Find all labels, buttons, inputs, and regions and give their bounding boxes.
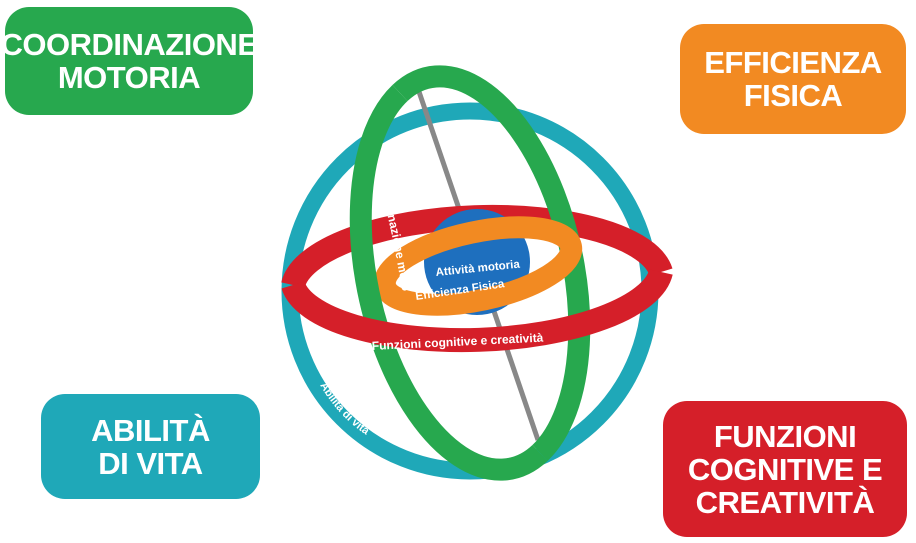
coordinazione-line-1: COORDINAZIONE xyxy=(0,27,259,62)
abilita-line-1: ABILITÀ xyxy=(91,412,210,448)
efficienza-line-1: EFFICIENZA xyxy=(704,45,882,80)
funzioni-line-2: COGNITIVE E xyxy=(687,451,883,487)
abilita-di-vita-box: ABILITÀ DI VITA xyxy=(41,394,260,499)
funzioni-line-1: FUNZIONI xyxy=(713,418,857,454)
efficienza-fisica-ring xyxy=(373,216,583,316)
red-ring-front xyxy=(281,268,673,353)
funzioni-cognitive-box: FUNZIONI COGNITIVE E CREATIVITÀ xyxy=(663,401,907,537)
green-ring-front xyxy=(349,85,548,481)
funzioni-line-3: CREATIVITÀ xyxy=(695,484,875,520)
abilita-line-2: DI VITA xyxy=(98,445,203,481)
coordinazione-line-2: MOTORIA xyxy=(57,60,201,95)
efficienza-line-2: FISICA xyxy=(743,78,843,113)
coordinazione-motoria-box: COORDINAZIONE MOTORIA xyxy=(1,7,258,115)
green-ring-back xyxy=(392,65,591,461)
efficienza-fisica-box: EFFICIENZA FISICA xyxy=(680,24,906,134)
